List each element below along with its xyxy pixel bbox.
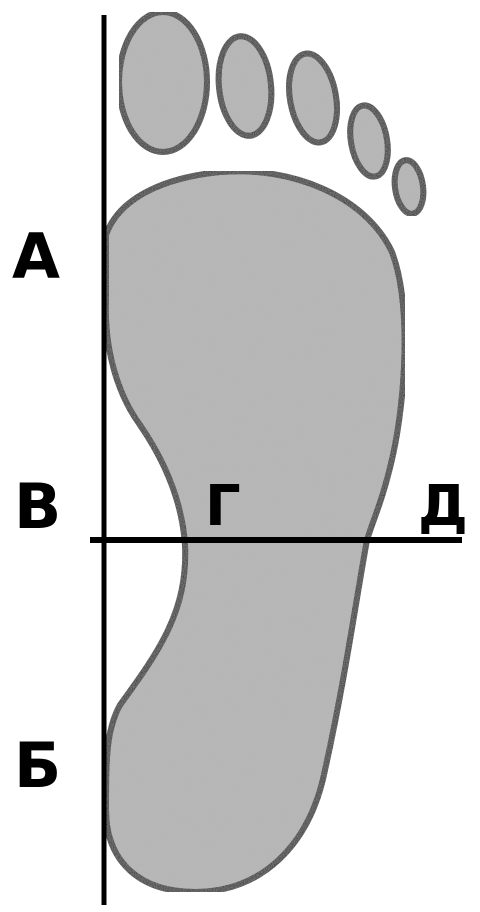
label-g: Г [205,474,241,539]
label-v: В [14,470,61,543]
second-toe [214,34,276,139]
fourth-toe [345,102,393,179]
label-a: А [12,220,60,293]
label-d: Д [418,474,468,539]
sole-outline [106,171,405,892]
third-toe [283,50,344,147]
label-b: Б [14,729,61,802]
fifth-toe [391,158,426,215]
big-toe [119,12,207,152]
